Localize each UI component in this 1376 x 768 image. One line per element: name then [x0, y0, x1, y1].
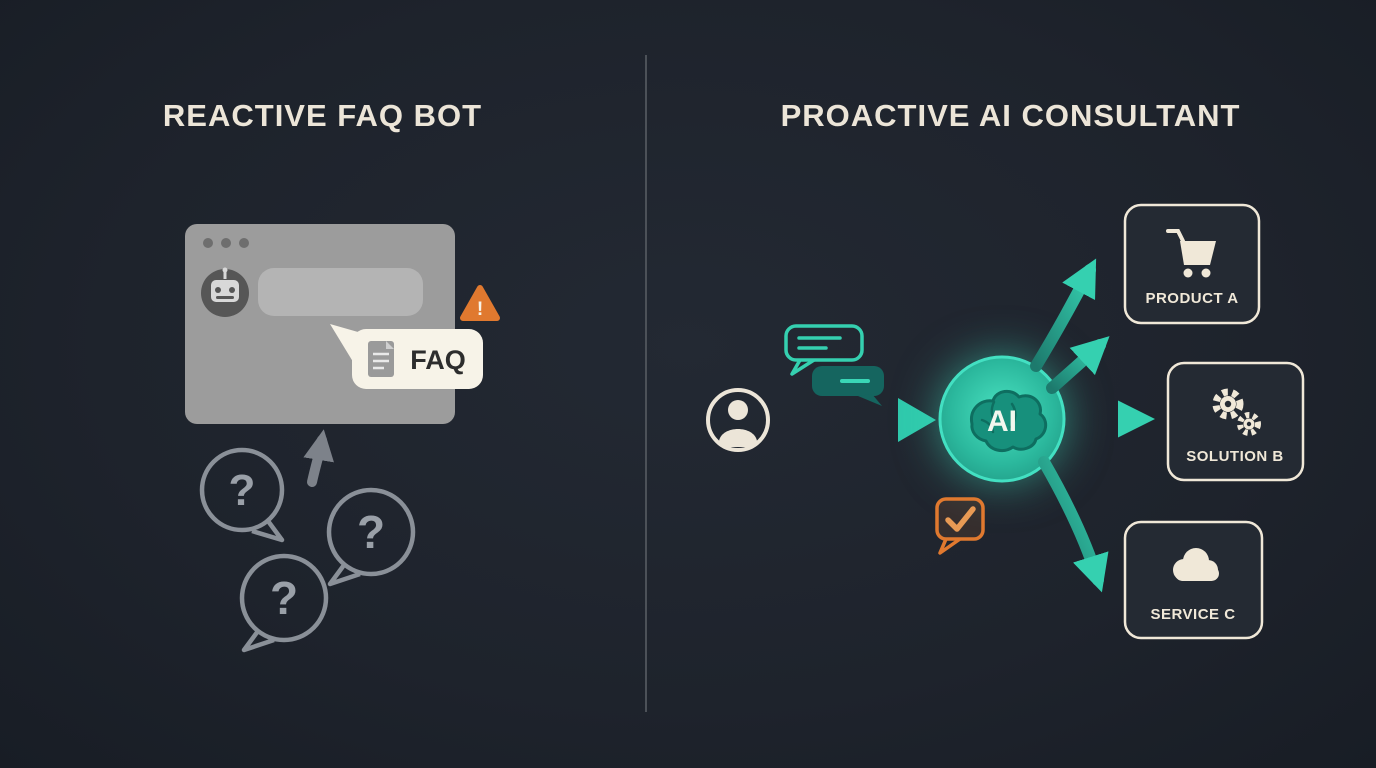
faq-bubble-label: FAQ [410, 345, 466, 375]
proactive-ai-illustration: AI [706, 203, 1305, 640]
shopping-cart-icon [1166, 229, 1216, 278]
card-product-a-label: PRODUCT A [1145, 290, 1238, 307]
browser-window-dots [203, 238, 249, 248]
warning-mark: ! [477, 299, 483, 320]
faq-bubble: FAQ [330, 324, 483, 389]
ai-node: AI [938, 355, 1066, 483]
left-panel-title: REACTIVE FAQ BOT [162, 98, 483, 133]
question-bubble-3: ? [239, 553, 329, 653]
right-panel-title: PROACTIVE AI CONSULTANT [780, 98, 1241, 133]
robot-avatar-icon [201, 267, 249, 317]
chat-bubble-outline-icon [784, 324, 864, 376]
question-mark: ? [229, 466, 256, 515]
question-bubble-1: ? [199, 447, 285, 543]
browser-window [185, 224, 455, 424]
warning-triangle-icon: ! [460, 285, 500, 321]
card-product-a: PRODUCT A [1123, 203, 1261, 325]
arrow-upper-short [1046, 336, 1110, 394]
question-mark: ? [270, 572, 298, 624]
ai-fanout-arrows [1030, 258, 1156, 593]
chat-input-bar [258, 268, 423, 316]
browser-window-body [185, 224, 455, 424]
card-solution-b-label: SOLUTION B [1186, 448, 1284, 465]
question-to-bot-arrow [303, 429, 334, 487]
reactive-bot-illustration: FAQ ! ? ? ? [185, 224, 500, 653]
arrow-to-service-c [1038, 456, 1109, 593]
gears-icon [1212, 388, 1261, 436]
arrow-to-product-a [1030, 258, 1097, 372]
person-icon [706, 388, 770, 452]
card-service-c-label: SERVICE C [1150, 606, 1235, 623]
chat-bubble-filled-icon [812, 366, 884, 406]
question-mark: ? [357, 506, 385, 558]
document-icon [368, 341, 394, 377]
user-to-ai-arrow [778, 398, 936, 442]
brain-icon [970, 389, 1048, 453]
card-solution-b: SOLUTION B [1166, 361, 1305, 482]
check-badge-icon [935, 497, 985, 555]
card-service-c: SERVICE C [1123, 520, 1264, 640]
ai-node-label: AI [987, 405, 1017, 438]
cloud-icon [1173, 548, 1219, 581]
question-bubble-2: ? [326, 487, 416, 587]
